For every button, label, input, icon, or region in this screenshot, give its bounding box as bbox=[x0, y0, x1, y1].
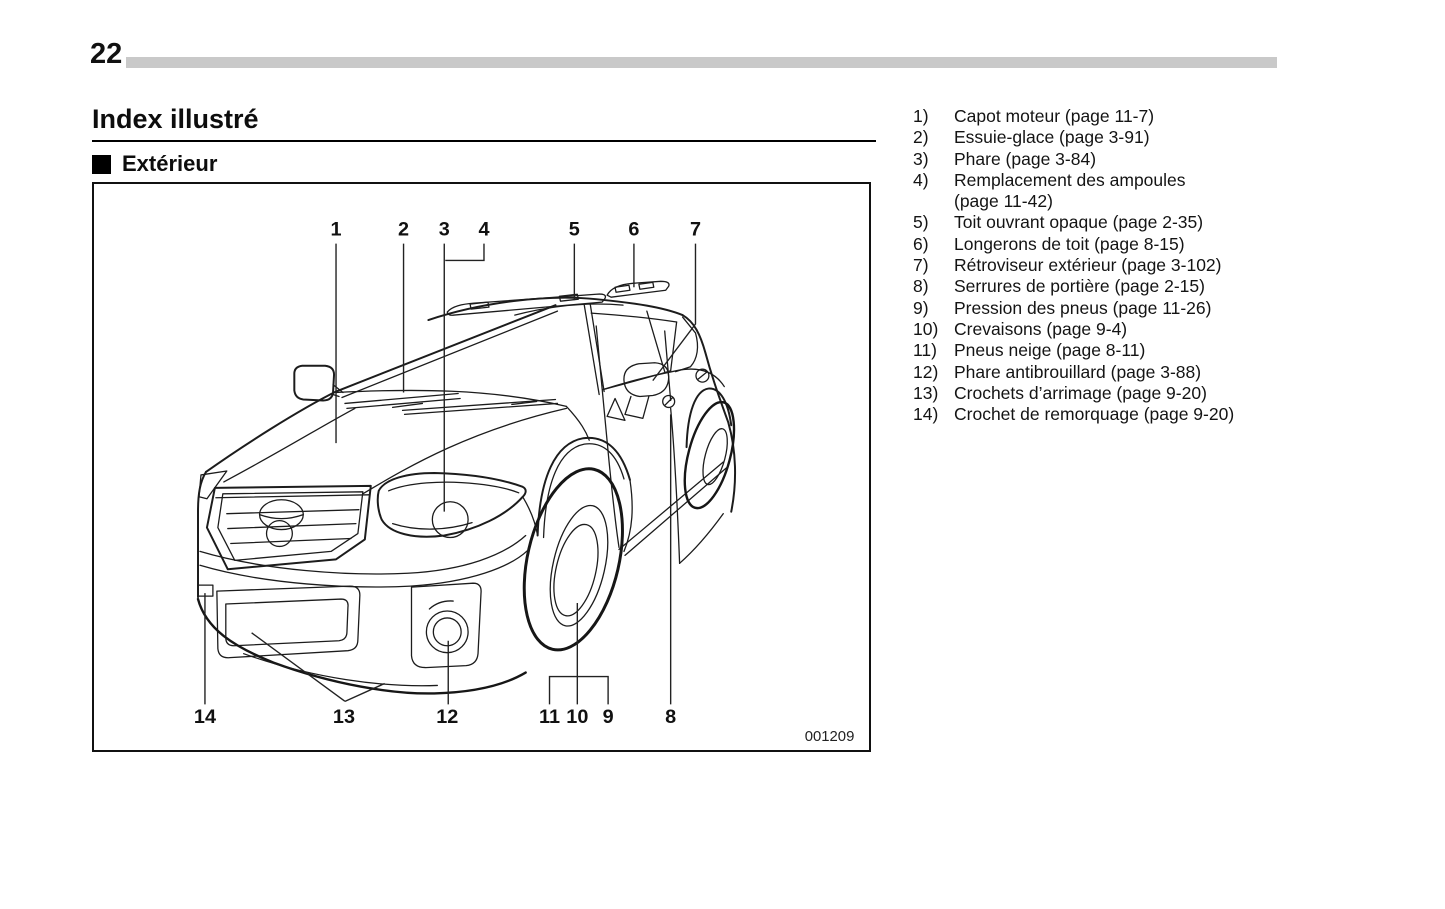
legend-item-text: Phare antibrouillard (page 3-88) bbox=[954, 361, 1202, 382]
legend-item-number: 2) bbox=[913, 127, 929, 148]
legend-item-text: Remplacement des ampoules (page 11-42) bbox=[954, 169, 1186, 212]
legend-item-text: Rétroviseur extérieur (page 3-102) bbox=[954, 255, 1222, 276]
legend-item: 9) Pression des pneus (page 11-26) bbox=[913, 298, 1265, 319]
legend-item: 8) Serrures de portière (page 2-15) bbox=[913, 276, 1265, 297]
legend-item-number: 7) bbox=[913, 255, 929, 276]
page-title: Index illustré bbox=[92, 104, 876, 142]
legend-item: 10) Crevaisons (page 9-4) bbox=[913, 319, 1265, 340]
callout-number-3: 3 bbox=[439, 219, 450, 241]
legend-item-text: Toit ouvrant opaque (page 2-35) bbox=[954, 212, 1204, 233]
legend-item-text: Capot moteur (page 11-7) bbox=[954, 106, 1155, 126]
callout-number-2: 2 bbox=[398, 219, 409, 241]
legend-item-number: 5) bbox=[913, 212, 929, 233]
legend-item: 1) Capot moteur (page 11-7) bbox=[913, 106, 1265, 127]
callout-number-4: 4 bbox=[478, 219, 489, 241]
legend-list: 1) Capot moteur (page 11-7) 2) Essuie-glace… bbox=[913, 106, 1265, 425]
legend-item-text: Phare (page 3-84) bbox=[954, 148, 1097, 169]
page-number: 22 bbox=[90, 38, 123, 70]
legend-item-number: 11) bbox=[913, 340, 937, 361]
legend-item-number: 3) bbox=[913, 148, 929, 169]
legend-item-number: 4) bbox=[913, 169, 929, 190]
legend-item-text: Crevaisons (page 9-4) bbox=[954, 318, 1128, 339]
section-label: Extérieur bbox=[122, 151, 218, 176]
legend-item: 6) Longerons de toit (page 8-15) bbox=[913, 234, 1265, 255]
callout-number-12: 12 bbox=[436, 706, 458, 728]
legend-item-number: 8) bbox=[913, 276, 929, 297]
callout-number-11: 11 bbox=[539, 706, 560, 728]
legend-item-text: Essuie-glace (page 3-91) bbox=[954, 127, 1150, 148]
callout-number-1: 1 bbox=[331, 219, 342, 241]
legend-item-number: 14) bbox=[913, 404, 939, 425]
legend-item: 13) Crochets d’arrimage (page 9-20) bbox=[913, 383, 1265, 404]
legend-item: 4) Remplacement des ampoules (page 11-42) bbox=[913, 170, 1265, 213]
legend-item-number: 12) bbox=[913, 361, 939, 382]
legend-item-text: Longerons de toit (page 8-15) bbox=[954, 233, 1185, 254]
legend-item-number: 10) bbox=[913, 318, 939, 339]
legend-item: 3) Phare (page 3-84) bbox=[913, 149, 1265, 170]
callout-number-7: 7 bbox=[690, 219, 701, 241]
legend-item: 7) Rétroviseur extérieur (page 3-102) bbox=[913, 255, 1265, 276]
legend-item: 11) Pneus neige (page 8-11) bbox=[913, 340, 1265, 361]
section-square-bullet-icon bbox=[92, 154, 111, 174]
legend-item-number: 6) bbox=[913, 233, 929, 254]
legend-item: 12) Phare antibrouillard (page 3-88) bbox=[913, 362, 1265, 383]
header-divider-bar bbox=[126, 57, 1277, 68]
legend-item-number: 9) bbox=[913, 297, 929, 318]
callout-number-13: 13 bbox=[333, 706, 355, 728]
legend-item: 14) Crochet de remorquage (page 9-20) bbox=[913, 404, 1265, 425]
legend-item-text: Crochets d’arrimage (page 9-20) bbox=[954, 382, 1207, 403]
callout-number-6: 6 bbox=[628, 219, 639, 241]
callout-number-8: 8 bbox=[665, 706, 676, 728]
legend-item: 2) Essuie-glace (page 3-91) bbox=[913, 127, 1265, 148]
figure-code: 001209 bbox=[805, 729, 855, 745]
callout-leader-lines bbox=[204, 243, 697, 705]
car-line-art bbox=[196, 280, 737, 695]
legend-item-text: Pression des pneus (page 11-26) bbox=[954, 297, 1212, 318]
section-heading: Extérieur bbox=[92, 151, 217, 177]
callout-number-9: 9 bbox=[603, 706, 614, 728]
legend-item-text: Pneus neige (page 8-11) bbox=[954, 340, 1146, 361]
legend-item: 5) Toit ouvrant opaque (page 2-35) bbox=[913, 212, 1265, 233]
callout-number-14: 14 bbox=[194, 706, 216, 728]
callout-number-10: 10 bbox=[566, 706, 588, 728]
callout-number-5: 5 bbox=[569, 219, 580, 241]
legend-item-number: 1) bbox=[913, 106, 929, 126]
legend-item-number: 13) bbox=[913, 382, 939, 403]
legend-item-text: Crochet de remorquage (page 9-20) bbox=[954, 404, 1235, 425]
legend-item-text: Serrures de portière (page 2-15) bbox=[954, 276, 1205, 297]
